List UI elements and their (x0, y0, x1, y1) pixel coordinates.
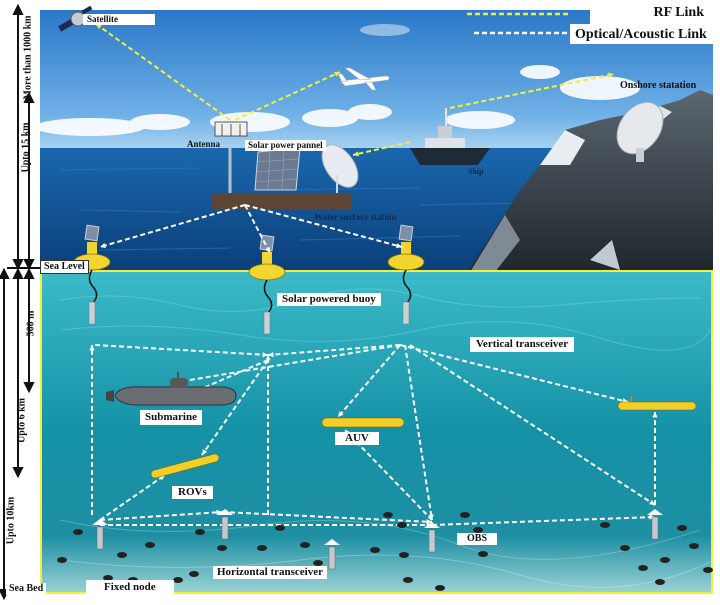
sensor-node-icon (397, 522, 407, 528)
sensor-node-icon (195, 529, 205, 535)
label-solar-panel: Solar power pannel (245, 140, 326, 151)
label-rovs: ROVs (172, 486, 213, 499)
label-water-surface-station: Water surface station (314, 212, 397, 222)
axis-margin (0, 0, 40, 600)
sensor-node-icon (473, 527, 483, 533)
sensor-node-icon (620, 545, 630, 551)
label-upto-10km: Upto 10km (5, 496, 17, 545)
sensor-node-icon (257, 545, 267, 551)
label-onshore-station: Onshore statation (620, 80, 697, 91)
label-horizontal-transceiver: Horizontal transceiver (213, 566, 327, 579)
label-sea-bed: Sea Bed (6, 583, 47, 595)
legend-optical: Optical/Acoustic Link (570, 24, 720, 44)
sensor-node-icon (677, 525, 687, 531)
sensor-node-icon (73, 529, 83, 535)
sensor-node-icon (103, 575, 113, 581)
rf-link (234, 71, 341, 121)
sensor-node-icon (383, 512, 393, 518)
sensor-node-icon (313, 560, 323, 566)
label-vertical-transceiver: Vertical transceiver (470, 337, 575, 352)
sensor-node-icon (460, 512, 470, 518)
label-auv: AUV (335, 432, 379, 445)
sensor-node-icon (173, 577, 183, 583)
satellite-icon (58, 5, 93, 32)
clouds (35, 24, 640, 136)
optical-acoustic-link (99, 204, 246, 249)
label-solar-buoy: Solar powered buoy (277, 293, 381, 306)
optical-acoustic-link (652, 412, 658, 505)
optical-acoustic-link (337, 344, 401, 418)
optical-acoustic-link (244, 204, 271, 254)
ship-icon (410, 108, 490, 165)
sensor-node-icon (660, 557, 670, 563)
sensor-node-icon (403, 577, 413, 583)
transceiver-icon (647, 509, 663, 540)
rov-icon (150, 453, 220, 479)
buoys (73, 224, 425, 335)
label-fixed-node: Fixed node (86, 580, 174, 595)
label-more-than-1000km: More than 1000 km (22, 15, 34, 100)
label-upto-6km: Upto 6 km (16, 398, 28, 444)
label-obs: OBS (457, 533, 498, 545)
sensor-node-icon (189, 571, 199, 577)
rf-link (449, 72, 615, 109)
optical-acoustic-link (201, 359, 269, 456)
water-surface-station (212, 144, 359, 210)
submarine-icon (106, 372, 237, 406)
legend-optical-label: Optical/Acoustic Link (575, 27, 707, 42)
sensor-node-icon (655, 579, 665, 585)
rf-link (95, 23, 231, 121)
transceiver-icon (92, 519, 108, 550)
optical-acoustic-links (89, 204, 658, 528)
rf-link (352, 141, 411, 157)
optical-acoustic-link (404, 344, 434, 521)
optical-acoustic-link (221, 511, 433, 525)
sensor-node-icon (703, 567, 713, 573)
optical-acoustic-link (99, 509, 223, 521)
legend-rf-label: RF Link (653, 5, 704, 20)
waves (59, 167, 521, 251)
optical-acoustic-link (409, 344, 656, 506)
sensor-node-icon (57, 557, 67, 563)
sensor-node-icon (300, 542, 310, 548)
label-sea-level: Sea Level (40, 260, 89, 274)
underwater-border (40, 270, 713, 594)
sensor-node-icon (117, 552, 127, 558)
solar-buoy-icon (387, 224, 425, 325)
legend-rf: RF Link (590, 2, 720, 24)
rf-links (95, 23, 615, 157)
sensor-node-icon (638, 565, 648, 571)
transceiver-icon (217, 509, 233, 540)
label-submarine: Submarine (140, 410, 202, 425)
dish-antenna-icon (321, 144, 359, 188)
sensor-node-icon (370, 547, 380, 553)
optical-acoustic-link (89, 345, 95, 515)
optical-acoustic-link (267, 344, 401, 358)
sensor-node-icon (217, 545, 227, 551)
onshore-dish-icon (616, 101, 664, 162)
label-500m: 500 m (25, 310, 37, 337)
sensor-node-icon (145, 542, 155, 548)
antenna-icon (214, 121, 248, 137)
label-antenna: Antenna (187, 139, 221, 149)
sensor-node-icon (275, 525, 285, 531)
airplane-icon (337, 67, 390, 91)
auv-icon (321, 396, 697, 428)
sensor-node-icon (600, 522, 610, 528)
optical-acoustic-link (244, 204, 403, 249)
transceiver-icon (424, 522, 440, 553)
optical-acoustic-link (265, 355, 271, 515)
sensor-node-icon (478, 551, 488, 557)
label-upto-15km: Upto 15 km (20, 122, 32, 173)
sensor-node-icon (435, 585, 445, 591)
sensor-node-icon (689, 543, 699, 549)
label-satellite: Satellite (83, 14, 155, 25)
water-caustics (59, 288, 711, 588)
optical-acoustic-link (94, 344, 269, 358)
seabed-nodes (57, 509, 713, 591)
transceiver-icon (324, 539, 340, 570)
sensor-node-icon (399, 552, 409, 558)
label-ship: Ship (468, 167, 484, 176)
